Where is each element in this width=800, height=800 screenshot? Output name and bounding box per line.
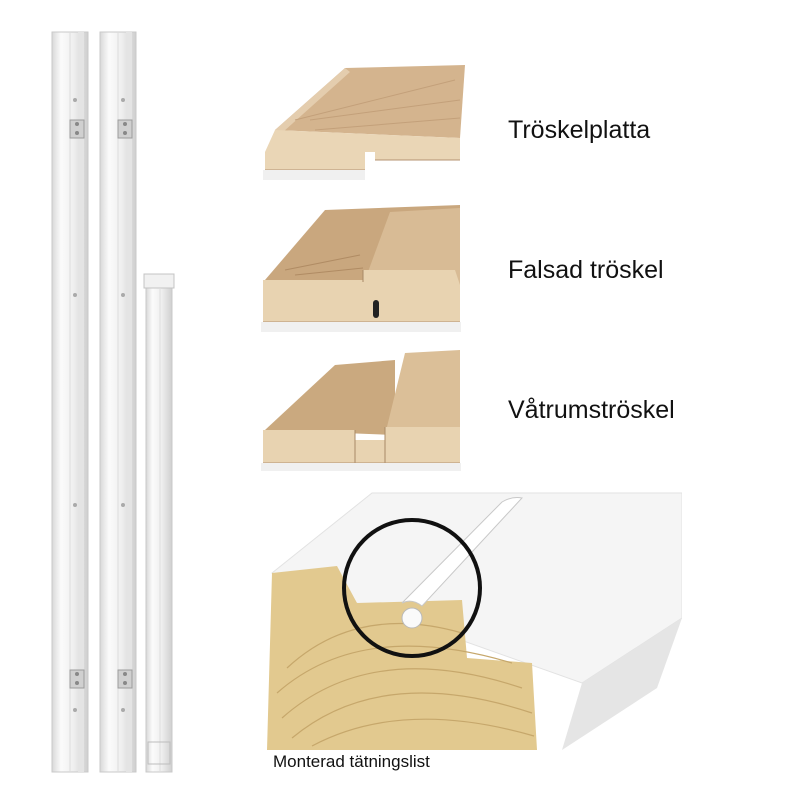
threshold-plate-image	[255, 60, 475, 185]
right-jamb	[99, 31, 137, 773]
head-jamb	[143, 273, 175, 773]
rebated-threshold-label: Falsad tröskel	[508, 256, 664, 284]
wet-room-threshold-label: Våtrumströskel	[508, 396, 675, 424]
highlight-circle	[342, 518, 482, 658]
hinge-icon	[117, 669, 133, 689]
hinge-icon	[69, 669, 85, 689]
left-jamb	[51, 31, 89, 773]
rebated-threshold-image	[255, 200, 475, 340]
door-frame-set	[40, 20, 200, 780]
hinge-icon	[69, 119, 85, 139]
hinge-icon	[117, 119, 133, 139]
mounted-seal-image	[262, 488, 682, 750]
threshold-plate-label: Tröskelplatta	[508, 116, 651, 144]
wet-room-threshold-image	[255, 345, 475, 475]
mounted-seal-caption: Monterad tätningslist	[273, 752, 430, 771]
